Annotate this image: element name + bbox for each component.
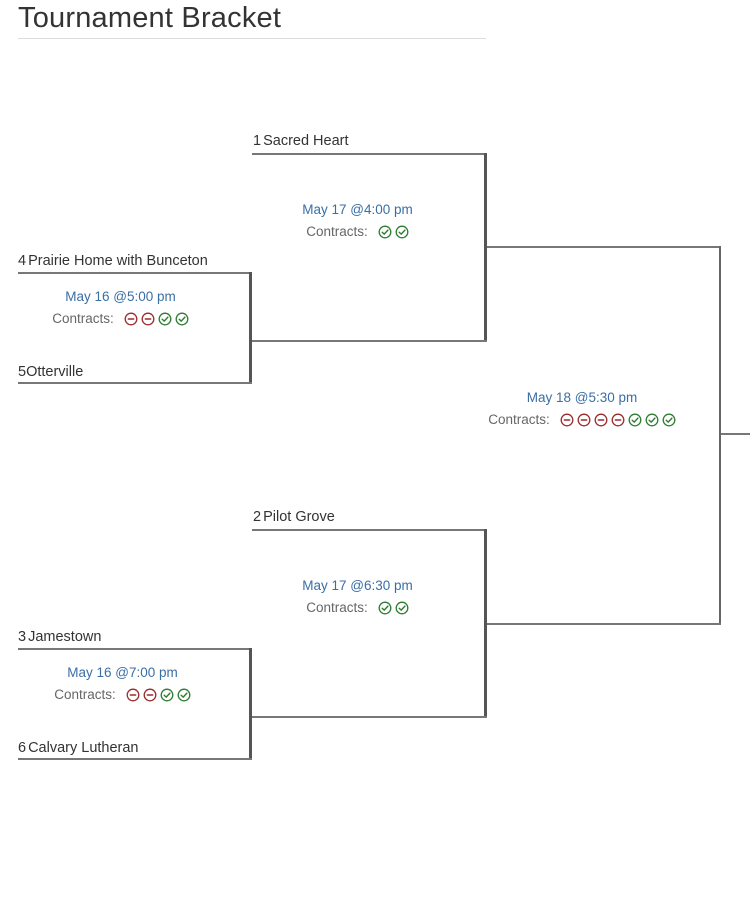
page-title: Tournament Bracket [18, 2, 282, 34]
check-circle-icon [158, 312, 172, 325]
bracket-connector [484, 529, 487, 718]
check-circle-icon [662, 413, 676, 426]
bracket-line [487, 246, 721, 248]
minus-circle-icon [594, 413, 608, 426]
bracket-line [18, 382, 252, 384]
bracket-line [18, 758, 252, 760]
bracket-connector [719, 246, 721, 625]
contracts-label: Contracts: [54, 687, 116, 702]
game-info-r2-a: May 17 @4:00 pm Contracts: [255, 202, 460, 239]
contract-icons [126, 688, 191, 702]
game-info-final: May 18 @5:30 pm Contracts: [482, 390, 682, 427]
bracket-line [18, 648, 252, 650]
contracts-row: Contracts: [255, 224, 460, 239]
check-circle-icon [175, 312, 189, 325]
team-name: Pilot Grove [263, 509, 335, 525]
check-circle-icon [628, 413, 642, 426]
bracket-line [18, 272, 252, 274]
bracket-connector [484, 153, 487, 342]
contract-icons [124, 312, 189, 326]
contracts-label: Contracts: [52, 311, 114, 326]
team-seed: 3 [18, 629, 27, 645]
game-time[interactable]: May 16 @7:00 pm [67, 665, 178, 680]
check-circle-icon [160, 688, 174, 701]
minus-circle-icon [141, 312, 155, 325]
minus-circle-icon [611, 413, 625, 426]
team-name: Jamestown [28, 629, 102, 645]
contract-icons [378, 601, 409, 615]
minus-circle-icon [143, 688, 157, 701]
contracts-label: Contracts: [306, 224, 368, 239]
team-seed: 5 [18, 364, 27, 380]
team-slot-otterville[interactable]: 5Otterville [18, 364, 83, 380]
check-circle-icon [378, 601, 392, 614]
team-name: Otterville [26, 364, 84, 380]
team-seed: 4 [18, 253, 27, 269]
check-circle-icon [645, 413, 659, 426]
team-seed: 6 [18, 740, 27, 756]
check-circle-icon [177, 688, 191, 701]
minus-circle-icon [577, 413, 591, 426]
minus-circle-icon [124, 312, 138, 325]
contract-icons [560, 413, 676, 427]
game-time[interactable]: May 18 @5:30 pm [526, 390, 638, 405]
contract-icons [378, 225, 409, 239]
minus-circle-icon [126, 688, 140, 701]
minus-circle-icon [560, 413, 574, 426]
bracket-connector [249, 648, 252, 760]
team-name: Prairie Home with Bunceton [28, 253, 208, 269]
team-name: Calvary Lutheran [28, 740, 139, 756]
contracts-row: Contracts: [18, 311, 223, 326]
game-info-r1-b: May 16 @7:00 pm Contracts: [20, 665, 225, 702]
bracket-line-champion [721, 433, 750, 435]
team-name: Sacred Heart [263, 133, 349, 149]
contracts-label: Contracts: [306, 600, 368, 615]
team-seed: 1 [253, 133, 262, 149]
team-seed: 2 [253, 509, 262, 525]
contracts-row: Contracts: [20, 687, 225, 702]
contracts-row: Contracts: [255, 600, 460, 615]
bracket-connector [249, 272, 252, 384]
game-info-r1-a: May 16 @5:00 pm Contracts: [18, 289, 223, 326]
bracket-line [250, 340, 487, 342]
game-time[interactable]: May 16 @5:00 pm [65, 289, 176, 304]
bracket-line [252, 153, 487, 155]
contracts-row: Contracts: [482, 412, 682, 427]
contracts-label: Contracts: [488, 412, 550, 427]
check-circle-icon [378, 225, 392, 238]
game-info-r2-b: May 17 @6:30 pm Contracts: [255, 578, 460, 615]
bracket-line [250, 716, 487, 718]
bracket-line [252, 529, 487, 531]
title-divider [18, 38, 486, 39]
check-circle-icon [395, 225, 409, 238]
check-circle-icon [395, 601, 409, 614]
bracket-line [487, 623, 721, 625]
game-time[interactable]: May 17 @6:30 pm [302, 578, 413, 593]
game-time[interactable]: May 17 @4:00 pm [302, 202, 413, 217]
